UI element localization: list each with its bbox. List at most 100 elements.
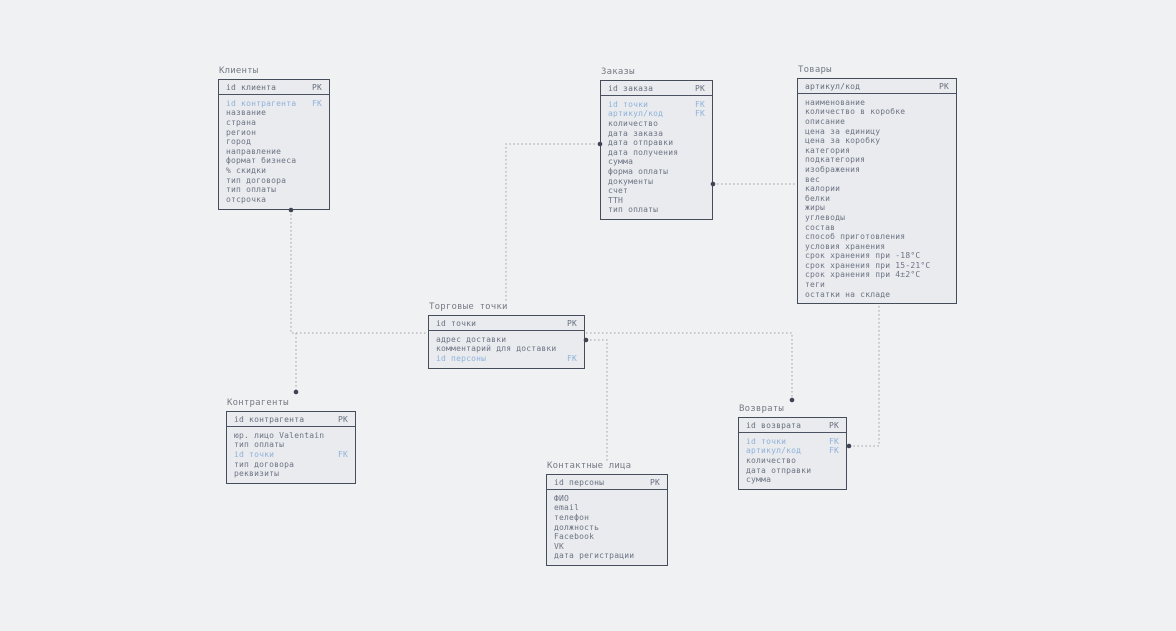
entity-field-row: способ приготовления xyxy=(805,232,949,242)
field-name: id персоны xyxy=(436,353,487,363)
entity-box: id точки PK адрес доставки комментарий д… xyxy=(428,315,585,369)
field-name: комментарий для доставки xyxy=(436,344,557,354)
entity-field-row: количество xyxy=(608,119,705,129)
entity-field-row: id точки FK xyxy=(608,100,705,110)
entity-field-row: должность xyxy=(554,522,660,532)
entity-field-row: калории xyxy=(805,184,949,194)
field-name: дата заказа xyxy=(608,128,664,138)
field-name: сумма xyxy=(608,157,634,167)
entity-field-row: тип оплаты xyxy=(608,205,705,215)
relationship-line-clients-counterparties xyxy=(290,210,297,391)
entity-field-row: телефон xyxy=(554,513,660,523)
entity-field-row: дата отправки xyxy=(746,465,839,475)
field-name: документы xyxy=(608,176,654,186)
entity-pk-row: id точки PK xyxy=(429,316,584,331)
field-name: должность xyxy=(554,522,600,532)
entity-title: Клиенты xyxy=(219,66,259,76)
entity-field-row: счет xyxy=(608,186,705,196)
field-name: Facebook xyxy=(554,532,595,542)
entity-box: id возврата PK id точки FK артикул/код F… xyxy=(738,417,847,490)
field-name: направление xyxy=(226,146,282,156)
entity-field-row: состав xyxy=(805,222,949,232)
pk-field-name: id точки xyxy=(436,318,477,328)
pk-badge: PK xyxy=(311,82,322,92)
field-name: реквизиты xyxy=(234,469,280,479)
field-name: % скидки xyxy=(226,165,267,175)
entity-field-row: тип оплаты xyxy=(234,440,348,450)
field-name: форма оплаты xyxy=(608,166,669,176)
fk-badge: FK xyxy=(828,436,839,446)
entity-field-row: сумма xyxy=(746,475,839,485)
entity-field-row: срок хранения при -18°C xyxy=(805,251,949,261)
field-name: теги xyxy=(805,280,826,290)
entity-pk-row: артикул/код PK xyxy=(798,79,956,94)
pk-field-name: id персоны xyxy=(554,477,605,487)
entity-field-row: сумма xyxy=(608,157,705,167)
entity-field-row: подкатегория xyxy=(805,155,949,165)
entity-title: Контактные лица xyxy=(547,461,632,471)
field-name: телефон xyxy=(554,512,590,522)
field-name: количество xyxy=(746,455,797,465)
pk-field-name: id клиента xyxy=(226,82,277,92)
entity-counterparties[interactable]: Контрагенты id контрагента PK юр. лицо V… xyxy=(226,398,356,484)
field-name: регион xyxy=(226,127,257,137)
field-name: вес xyxy=(805,174,821,184)
entity-field-row: регион xyxy=(226,127,322,137)
fk-badge: FK xyxy=(828,446,839,456)
field-name: углеводы xyxy=(805,212,846,222)
entity-fields: адрес доставки комментарий для доставки … xyxy=(429,331,584,368)
entity-returns[interactable]: Возвраты id возврата PK id точки FK арти… xyxy=(738,404,847,490)
entity-field-row: вес xyxy=(805,174,949,184)
pk-field-name: id контрагента xyxy=(234,414,305,424)
entity-field-row: условия хранения xyxy=(805,241,949,251)
entity-clients[interactable]: Клиенты id клиента PK id контрагента FK … xyxy=(218,66,330,210)
field-name: страна xyxy=(226,117,257,127)
entity-orders[interactable]: Заказы id заказа PK id точки FK артикул/… xyxy=(600,67,713,221)
connection-dot xyxy=(293,389,299,395)
entity-field-row: категория xyxy=(805,145,949,155)
entity-sales-points[interactable]: Торговые точки id точки PK адрес доставк… xyxy=(428,302,585,369)
entity-field-row: город xyxy=(226,137,322,147)
entity-field-row: дата регистрации xyxy=(554,551,660,561)
field-name: тип оплаты xyxy=(226,185,277,195)
field-name: цена за коробку xyxy=(805,136,881,146)
entity-fields: id контрагента FK название страна регион… xyxy=(219,95,329,209)
field-name: дата регистрации xyxy=(554,551,635,561)
relationship-line-sales-points-contacts xyxy=(586,339,608,462)
entity-fields: id точки FK артикул/код FK количество да… xyxy=(739,433,846,489)
field-name: категория xyxy=(805,145,851,155)
field-name: отсрочка xyxy=(226,194,267,204)
entity-title: Торговые точки xyxy=(429,302,508,312)
field-name: адрес доставки xyxy=(436,334,507,344)
entity-field-row: страна xyxy=(226,118,322,128)
entity-field-row: ФИО xyxy=(554,494,660,504)
entity-box: артикул/код PK наименование количество в… xyxy=(797,78,957,305)
field-name: VK xyxy=(554,541,565,551)
field-name: формат бизнеса xyxy=(226,156,297,166)
entity-field-row: наименование xyxy=(805,98,949,108)
entity-field-row: цена за коробку xyxy=(805,136,949,146)
field-name: состав xyxy=(805,222,836,232)
entity-field-row: id контрагента FK xyxy=(226,99,322,109)
field-name: срок хранения при 15-21°C xyxy=(805,260,931,270)
field-name: id точки xyxy=(746,436,787,446)
entity-products[interactable]: Товары артикул/код PK наименование колич… xyxy=(797,65,957,305)
entity-field-row: тип договора xyxy=(234,459,348,469)
entity-field-row: срок хранения при 15-21°C xyxy=(805,261,949,271)
entity-field-row: жиры xyxy=(805,203,949,213)
entity-field-row: тип оплаты xyxy=(226,185,322,195)
entity-contacts[interactable]: Контактные лица id персоны PK ФИО email … xyxy=(546,461,668,567)
entity-field-row: дата получения xyxy=(608,147,705,157)
pk-badge: PK xyxy=(566,318,577,328)
entity-field-row: комментарий для доставки xyxy=(436,344,577,354)
entity-field-row: срок хранения при 4±2°C xyxy=(805,270,949,280)
field-name: тип оплаты xyxy=(608,205,659,215)
connection-dot xyxy=(789,397,795,403)
field-name: цена за единицу xyxy=(805,126,881,136)
entity-field-row: белки xyxy=(805,193,949,203)
fk-badge: FK xyxy=(566,353,577,363)
field-name: id точки xyxy=(608,99,649,109)
entity-field-row: количество xyxy=(746,456,839,466)
connection-dot xyxy=(846,443,852,449)
entity-field-row: Facebook xyxy=(554,532,660,542)
